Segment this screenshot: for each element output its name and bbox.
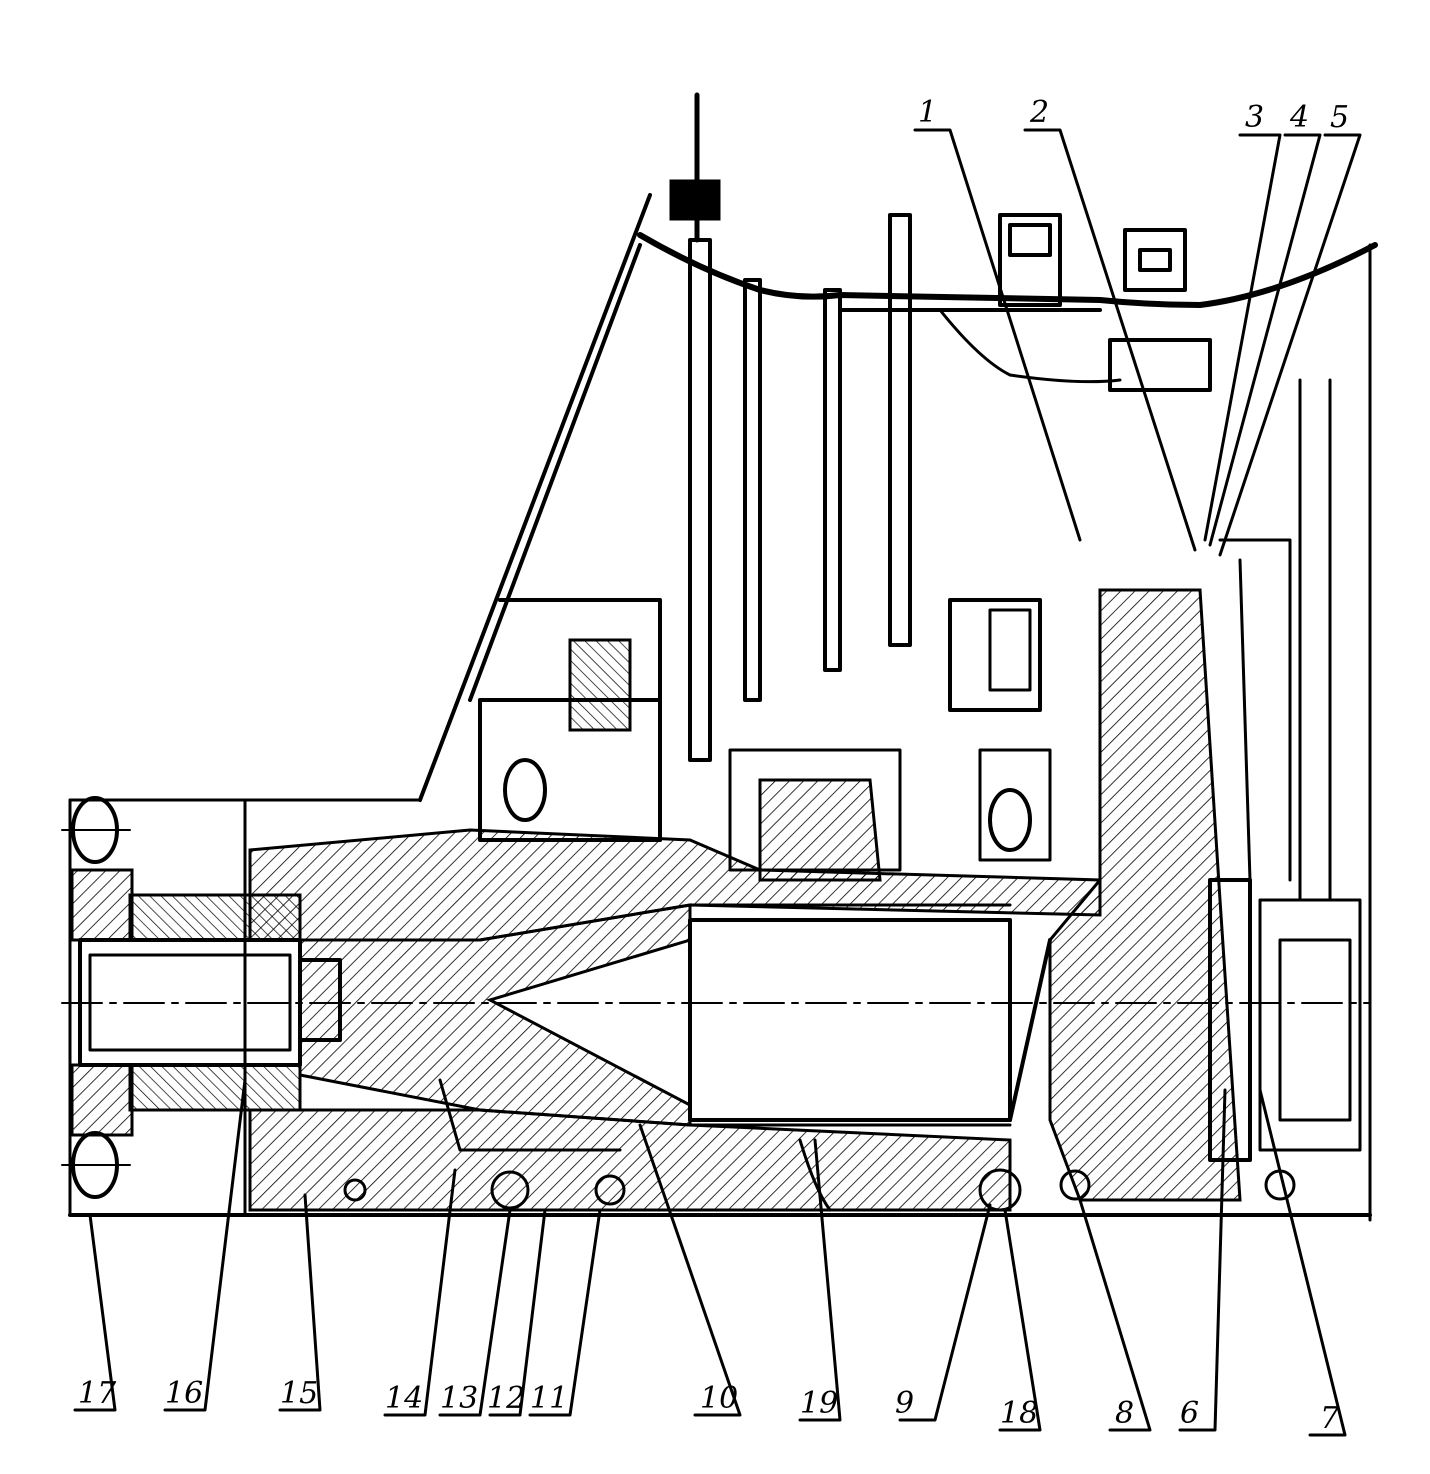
callout-15: 15 <box>280 1376 318 1411</box>
callout-labels-bottom: 17 16 15 14 13 12 11 10 19 9 18 8 6 7 <box>78 1376 1340 1436</box>
callout-3: 3 <box>1245 100 1264 135</box>
main-shaft <box>298 903 1012 1127</box>
callout-14: 14 <box>385 1381 423 1416</box>
right-bearing-assembly <box>1208 378 1362 1162</box>
callout-16: 16 <box>165 1376 203 1411</box>
callout-13: 13 <box>440 1381 478 1416</box>
callout-2: 2 <box>1029 95 1049 130</box>
upper-gear-cluster <box>478 598 1052 882</box>
callout-17: 17 <box>78 1376 117 1411</box>
bottom-leader-lines <box>73 1078 1347 1437</box>
top-fittings <box>998 213 1212 392</box>
callout-5: 5 <box>1330 100 1349 135</box>
callout-9: 9 <box>895 1386 914 1421</box>
callout-10: 10 <box>700 1381 738 1416</box>
callout-8: 8 <box>1115 1396 1134 1431</box>
bottom-seal-details <box>343 1078 1296 1212</box>
callout-6: 6 <box>1180 1396 1199 1431</box>
callout-12: 12 <box>487 1381 525 1416</box>
callout-18: 18 <box>1000 1396 1038 1431</box>
input-flange-17 <box>61 796 134 1199</box>
vertical-rods <box>669 92 912 762</box>
callout-11: 11 <box>530 1381 568 1416</box>
callout-labels-top: 1 2 3 4 5 <box>918 95 1349 135</box>
callout-7: 7 <box>1320 1401 1340 1436</box>
callout-4: 4 <box>1289 100 1309 135</box>
callout-19: 19 <box>800 1386 838 1421</box>
callout-1: 1 <box>918 95 937 130</box>
top-leader-lines <box>913 128 1362 557</box>
